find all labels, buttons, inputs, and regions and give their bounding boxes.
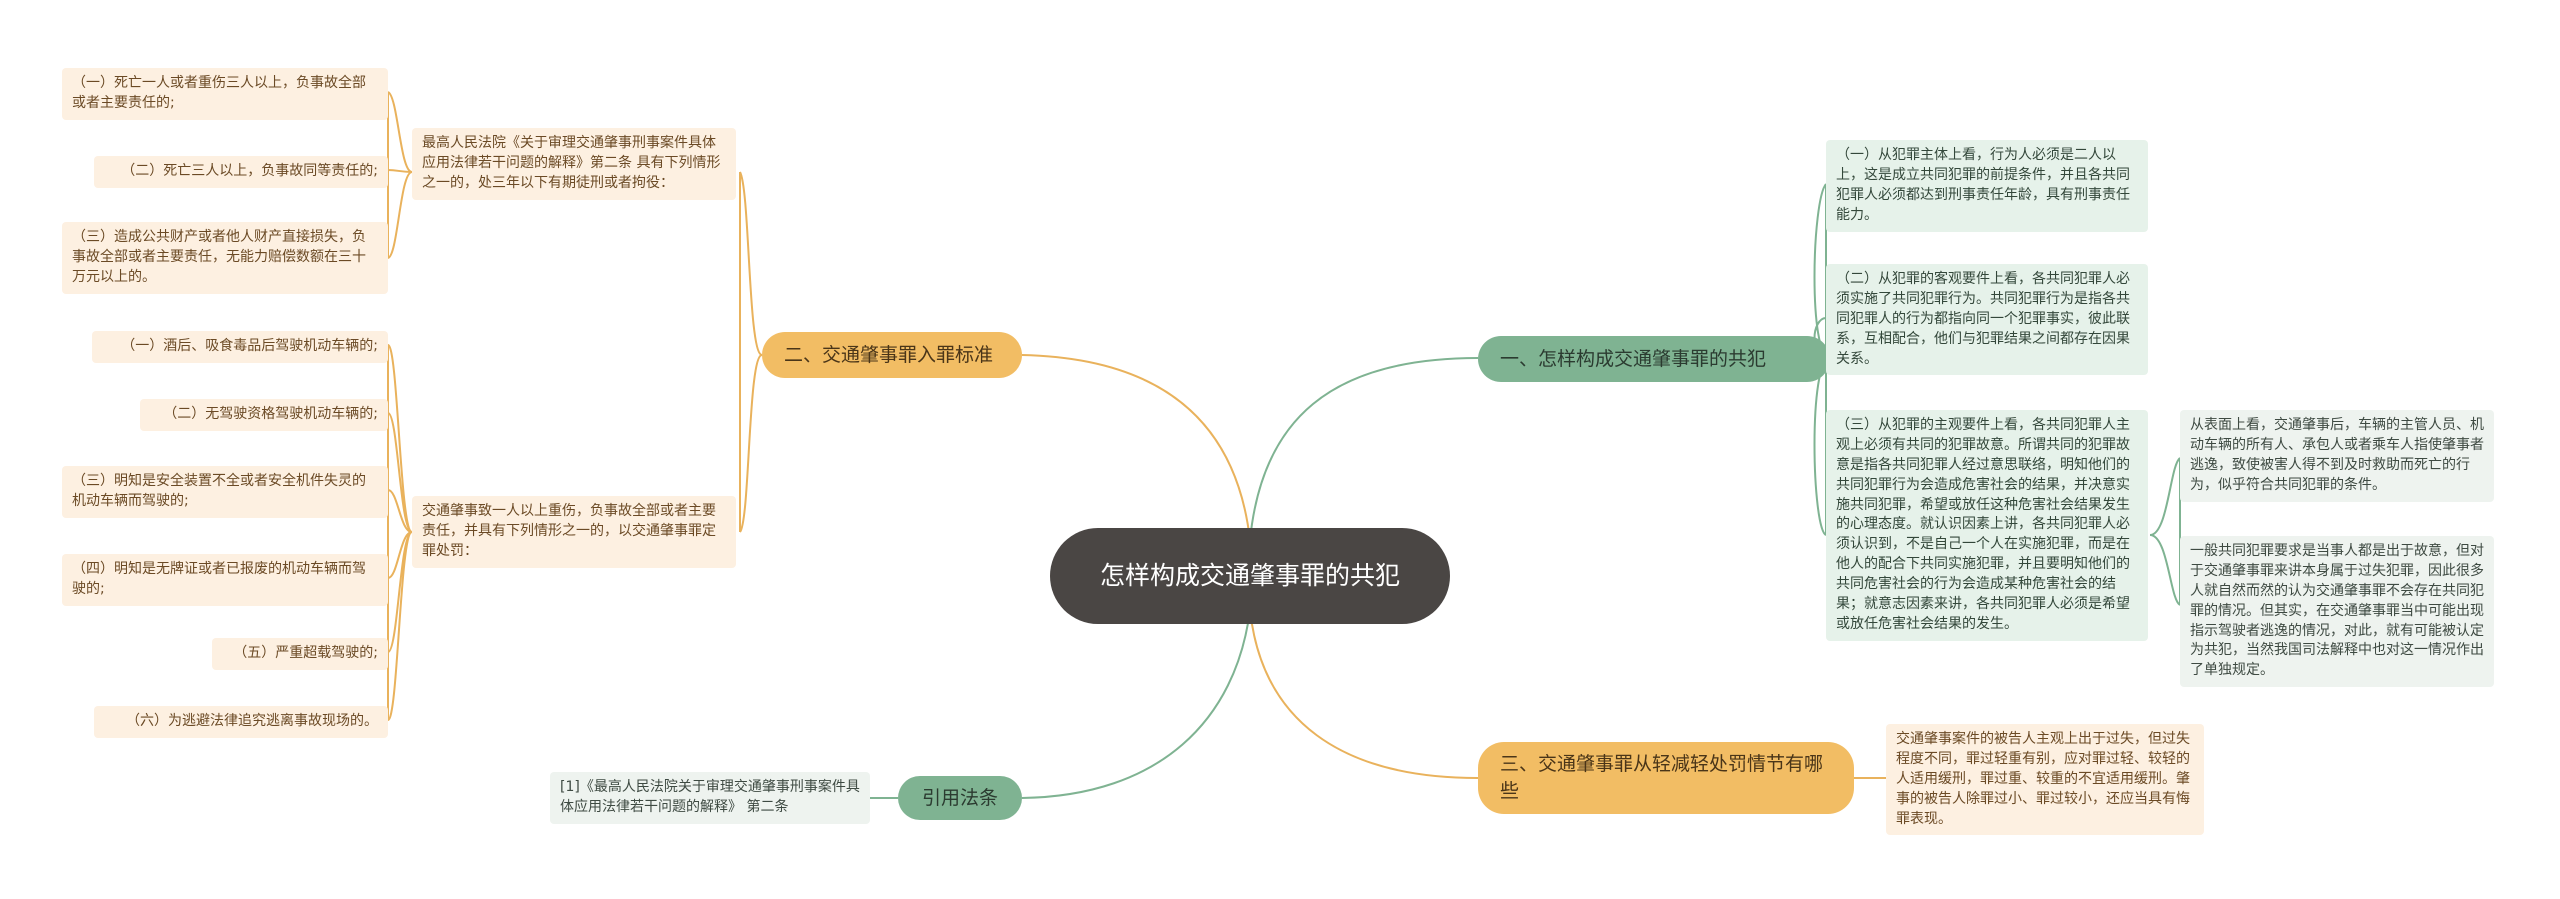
link-root-b1 (1249, 357, 1479, 541)
branch-b1-label: 一、怎样构成交通肇事罪的共犯 (1500, 347, 1767, 370)
link-root-b3 (1249, 609, 1479, 779)
b2-g2-item-3-text: （三）明知是安全装置不全或者安全机件失灵的机动车辆而驾驶的; (72, 473, 366, 509)
root-title: 怎样构成交通肇事罪的共犯 (1099, 561, 1400, 591)
b2-g1-item-2-text: （二）死亡三人以上，负事故同等责任的; (121, 163, 378, 179)
b2-g2-item-5-text: （五）严重超载驾驶的; (233, 645, 378, 661)
b1-sub-1-text: 从表面上看，交通肇事后，车辆的主管人员、机动车辆的所有人、承包人或者乘车人指使肇… (2190, 417, 2484, 493)
b2-g2-item-2-text: （二）无驾驶资格驾驶机动车辆的; (163, 406, 378, 422)
link-g2-items (387, 344, 413, 721)
b1-item-2[interactable]: （二）从犯罪的客观要件上看，各共同犯罪人必须实施了共同犯罪行为。共同犯罪行为是指… (1826, 264, 2148, 376)
b1-item-1-text: （一）从犯罪主体上看，行为人必须是二人以上，这是成立共同犯罪的前提条件，并且各共… (1836, 147, 2130, 223)
b1-sub-1[interactable]: 从表面上看，交通肇事后，车辆的主管人员、机动车辆的所有人、承包人或者乘车人指使肇… (2180, 410, 2494, 502)
b1-item-2-text: （二）从犯罪的客观要件上看，各共同犯罪人必须实施了共同犯罪行为。共同犯罪行为是指… (1836, 271, 2130, 367)
link-root-b4 (1021, 609, 1251, 799)
b2-g2-item-6[interactable]: （六）为逃避法律追究逃离事故现场的。 (94, 706, 388, 738)
link-b2-groups (739, 171, 763, 533)
b1-item-3[interactable]: （三）从犯罪的主观要件上看，各共同犯罪人主观上必须有共同的犯罪故意。所谓共同的犯… (1826, 410, 2148, 641)
b2-g2-item-5[interactable]: （五）严重超载驾驶的; (212, 638, 388, 670)
branch-b4[interactable]: 引用法条 (898, 776, 1022, 820)
link-g1-items (387, 91, 413, 259)
b4-text-content: [1]《最高人民法院关于审理交通肇事刑事案件具体应用法律若干问题的解释》 第二条 (560, 779, 860, 815)
b2-group-2[interactable]: 交通肇事致一人以上重伤，负事故全部或者主要责任，并具有下列情形之一的，以交通肇事… (412, 496, 736, 568)
b2-g2-item-1[interactable]: （一）酒后、吸食毒品后驾驶机动车辆的; (92, 331, 388, 363)
branch-b2-label: 二、交通肇事罪入罪标准 (784, 343, 994, 366)
b3-text[interactable]: 交通肇事案件的被告人主观上出于过失，但过失程度不同，罪过轻重有别，应对罪过轻、较… (1886, 724, 2204, 836)
b4-text[interactable]: [1]《最高人民法院关于审理交通肇事刑事案件具体应用法律若干问题的解释》 第二条 (550, 772, 870, 824)
b2-g2-item-4[interactable]: （四）明知是无牌证或者已报废的机动车辆而驾驶的; (62, 554, 388, 606)
b2-g2-item-6-text: （六）为逃避法律追究逃离事故现场的。 (126, 713, 378, 729)
branch-b4-label: 引用法条 (921, 786, 998, 809)
b2-group-1-text: 最高人民法院《关于审理交通肇事刑事案件具体应用法律若干问题的解释》第二条 具有下… (422, 135, 721, 191)
branch-b3-label: 三、交通肇事罪从轻减轻处罚情节有哪些 (1500, 753, 1824, 802)
link-item3-sub (2149, 457, 2181, 606)
b1-item-1[interactable]: （一）从犯罪主体上看，行为人必须是二人以上，这是成立共同犯罪的前提条件，并且各共… (1826, 140, 2148, 232)
b2-g2-item-3[interactable]: （三）明知是安全装置不全或者安全机件失灵的机动车辆而驾驶的; (62, 466, 388, 518)
b2-g2-item-4-text: （四）明知是无牌证或者已报废的机动车辆而驾驶的; (72, 561, 366, 597)
b2-group-1[interactable]: 最高人民法院《关于审理交通肇事刑事案件具体应用法律若干问题的解释》第二条 具有下… (412, 128, 736, 200)
b2-group-2-text: 交通肇事致一人以上重伤，负事故全部或者主要责任，并具有下列情形之一的，以交通肇事… (422, 503, 716, 559)
b2-g1-item-2[interactable]: （二）死亡三人以上，负事故同等责任的; (94, 156, 388, 188)
branch-b3[interactable]: 三、交通肇事罪从轻减轻处罚情节有哪些 (1478, 742, 1854, 814)
link-root-b2 (1021, 354, 1251, 541)
b1-sub-2[interactable]: 一般共同犯罪要求是当事人都是出于故意，但对于交通肇事罪来讲本身属于过失犯罪，因此… (2180, 536, 2494, 688)
b3-text-content: 交通肇事案件的被告人主观上出于过失，但过失程度不同，罪过轻重有别，应对罪过轻、较… (1896, 731, 2190, 827)
b2-g1-item-1-text: （一）死亡一人或者重伤三人以上，负事故全部或者主要责任的; (72, 75, 366, 111)
b1-item-3-text: （三）从犯罪的主观要件上看，各共同犯罪人主观上必须有共同的犯罪故意。所谓共同的犯… (1836, 417, 2130, 632)
b2-g2-item-1-text: （一）酒后、吸食毒品后驾驶机动车辆的; (121, 338, 378, 354)
root-topic[interactable]: 怎样构成交通肇事罪的共犯 (1050, 528, 1450, 624)
b1-sub-2-text: 一般共同犯罪要求是当事人都是出于故意，但对于交通肇事罪来讲本身属于过失犯罪，因此… (2190, 543, 2484, 679)
branch-b1[interactable]: 一、怎样构成交通肇事罪的共犯 (1478, 336, 1830, 382)
b2-g1-item-3-text: （三）造成公共财产或者他人财产直接损失，负事故全部或者主要责任，无能力赔偿数额在… (72, 229, 366, 285)
b2-g2-item-2[interactable]: （二）无驾驶资格驾驶机动车辆的; (140, 399, 388, 431)
b2-g1-item-3[interactable]: （三）造成公共财产或者他人财产直接损失，负事故全部或者主要责任，无能力赔偿数额在… (62, 222, 388, 294)
branch-b2[interactable]: 二、交通肇事罪入罪标准 (762, 332, 1022, 378)
b2-g1-item-1[interactable]: （一）死亡一人或者重伤三人以上，负事故全部或者主要责任的; (62, 68, 388, 120)
